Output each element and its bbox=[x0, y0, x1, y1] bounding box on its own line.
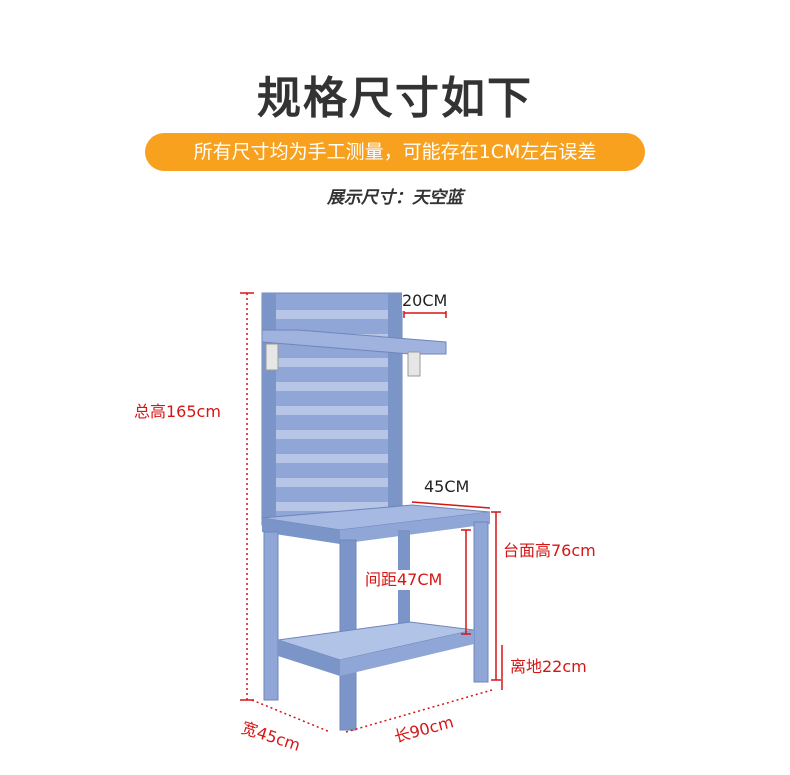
back-panel bbox=[261, 292, 403, 526]
table-height-label: 台面高76cm bbox=[503, 541, 596, 561]
bottom-shelf bbox=[277, 621, 475, 676]
gap-label: 间距47CM bbox=[365, 570, 443, 590]
display-size-label: 展示尺寸：天空蓝 bbox=[327, 188, 463, 208]
table-legs bbox=[263, 521, 489, 731]
measurement-notice-banner: 所有尺寸均为手工测量，可能存在1CM左右误差 bbox=[145, 133, 645, 171]
table-depth-label: 45CM bbox=[424, 477, 470, 497]
dimension-lines bbox=[240, 292, 503, 733]
shelf-depth-label: 20CM bbox=[402, 291, 448, 311]
top-shelf bbox=[261, 329, 447, 377]
page-title: 规格尺寸如下 bbox=[257, 73, 533, 124]
total-height-label: 总高165cm bbox=[134, 402, 221, 422]
ground-clearance-label: 离地22cm bbox=[510, 657, 587, 677]
table-top bbox=[261, 504, 491, 544]
